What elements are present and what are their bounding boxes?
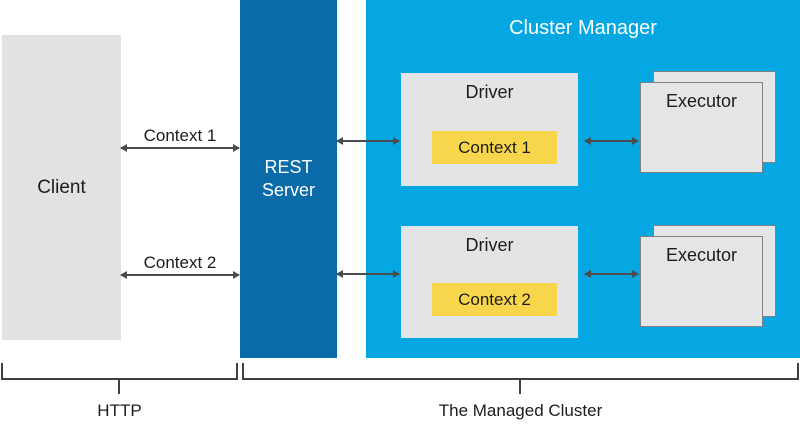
http-label: HTTP xyxy=(97,401,142,420)
driver-1-box: Driver Context 1 xyxy=(401,73,578,186)
context-2-connection-label: Context 2 xyxy=(143,253,217,272)
rest-driver-arrow-2 xyxy=(336,270,400,278)
driver-2-box: Driver Context 2 xyxy=(401,226,578,338)
rest-server-label-line1: REST xyxy=(264,157,313,177)
client-box: Client xyxy=(2,35,121,340)
executor-2-front-box: Executor xyxy=(640,236,763,327)
client-rest-arrow-1 xyxy=(120,144,240,152)
driver-1-label: Driver xyxy=(465,82,514,102)
rest-server-box: REST Server xyxy=(240,0,337,358)
rest-driver-arrow-1 xyxy=(336,137,400,145)
client-rest-arrow-2 xyxy=(120,271,240,279)
driver-executor-arrow-2 xyxy=(584,270,639,278)
executor-stack-1: Executor xyxy=(640,71,776,175)
executor-2-label: Executor xyxy=(665,245,738,265)
context-2-box: Context 2 xyxy=(432,283,557,316)
driver-executor-arrow-1 xyxy=(584,137,639,145)
executor-1-front-box: Executor xyxy=(640,82,763,173)
cluster-manager-title: Cluster Manager xyxy=(509,17,657,39)
managed-cluster-bracket xyxy=(242,363,799,394)
driver-2-label: Driver xyxy=(465,235,514,255)
managed-cluster-label: The Managed Cluster xyxy=(438,401,603,420)
context-2-label: Context 2 xyxy=(458,289,531,309)
http-bracket-tick xyxy=(118,380,120,394)
managed-cluster-bracket-tick xyxy=(519,380,521,394)
executor-1-label: Executor xyxy=(665,91,738,111)
http-bracket xyxy=(1,363,238,394)
context-1-connection-label: Context 1 xyxy=(143,126,217,145)
client-label: Client xyxy=(37,176,86,198)
executor-stack-2: Executor xyxy=(640,225,776,329)
context-1-box: Context 1 xyxy=(432,131,557,164)
rest-server-label-line2: Server xyxy=(261,180,315,200)
context-1-label: Context 1 xyxy=(458,137,531,157)
